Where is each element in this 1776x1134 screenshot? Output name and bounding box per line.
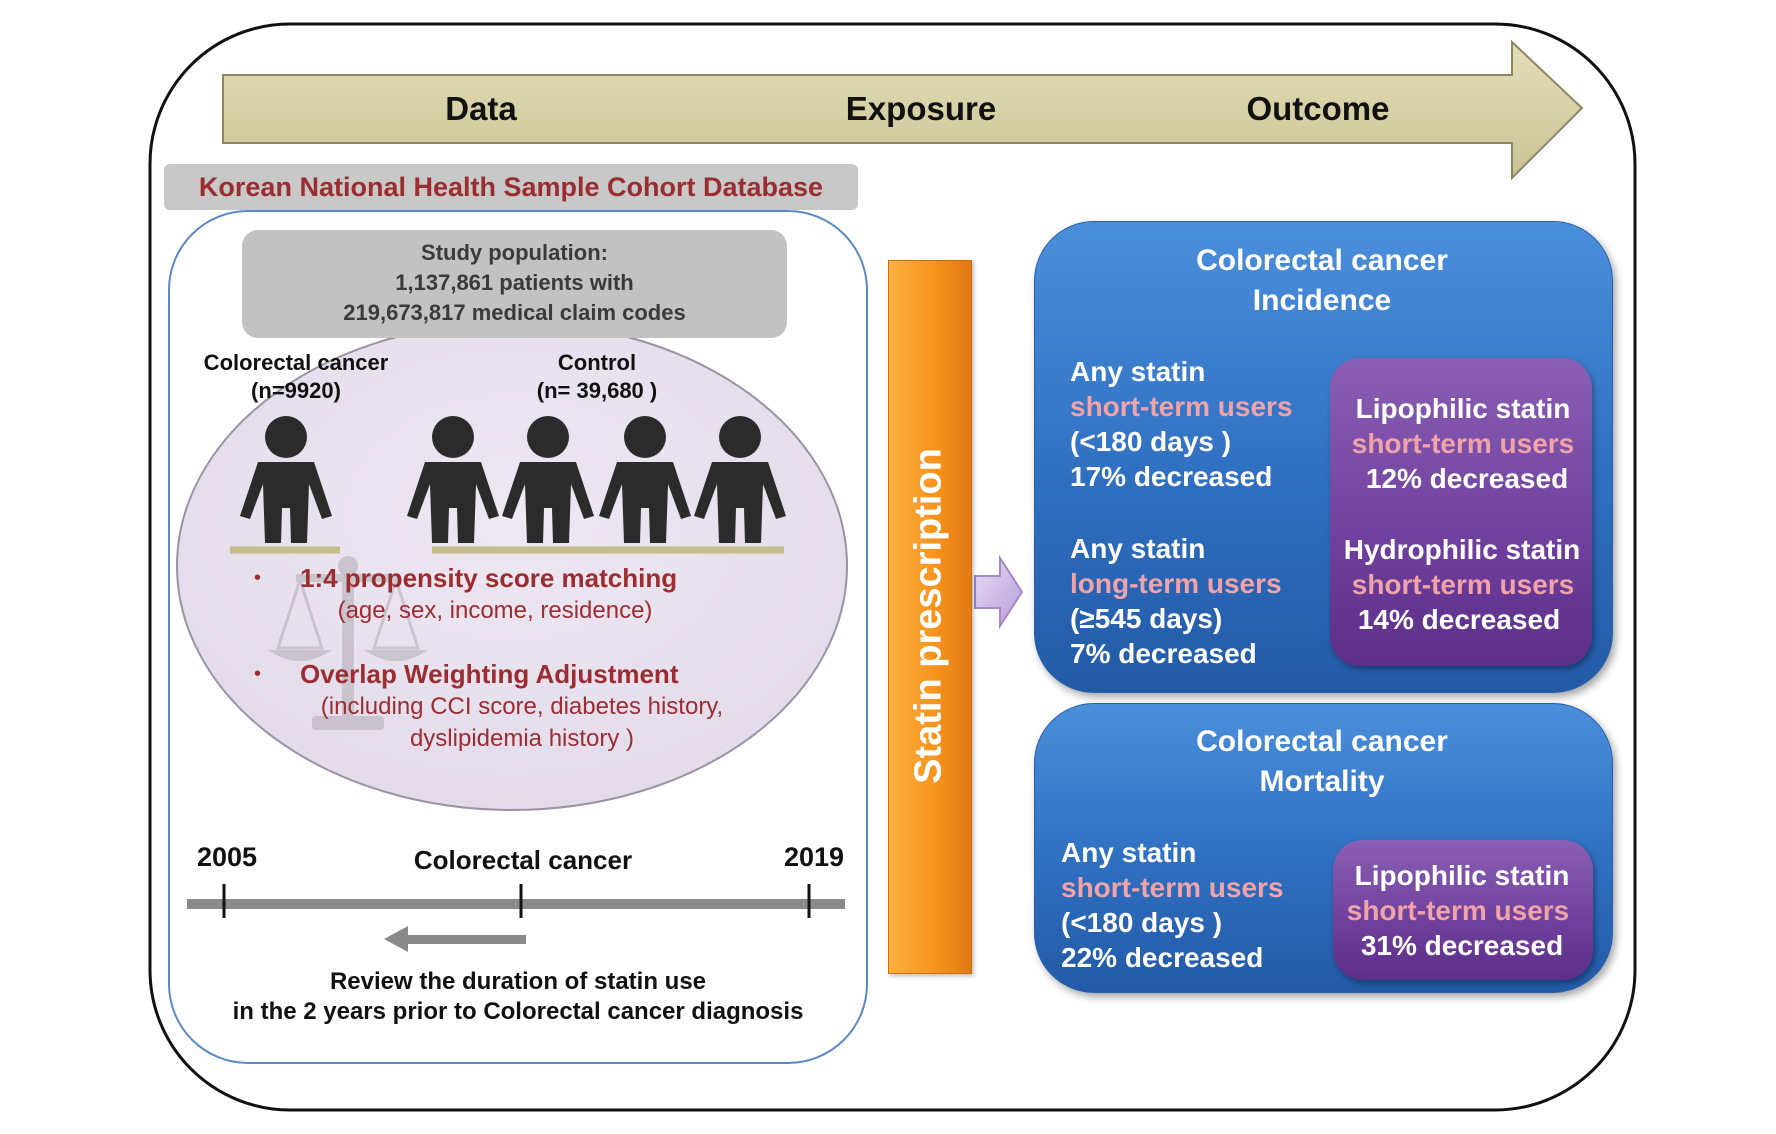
mortality-short-duration: (<180 days ) — [1061, 907, 1223, 938]
incidence-short-result: 17% decreased — [1070, 461, 1273, 492]
incidence-long-duration: (≥545 days) — [1070, 603, 1223, 634]
mortality-short-users: short-term users — [1061, 872, 1284, 903]
statin-prescription-label: Statin prescription — [907, 448, 950, 784]
mortality-title-1: Colorectal cancer — [1196, 725, 1448, 758]
data-panel — [168, 210, 868, 1064]
person-icon — [694, 416, 786, 543]
case-group-count: (n=9920) — [251, 378, 341, 403]
stage-exposure-label: Exposure — [845, 90, 997, 127]
incidence-lipophilic-result: 12% decreased — [1365, 463, 1569, 494]
stage-outcome-label: Outcome — [1246, 90, 1390, 127]
bullet-weighting: • — [254, 663, 262, 685]
mortality-lipophilic-result: 31% decreased — [1360, 930, 1564, 961]
person-icon — [502, 416, 594, 543]
incidence-hydrophilic-users: short-term users — [1351, 569, 1575, 600]
stage-data-label: Data — [445, 90, 517, 127]
timeline-start-year: 2005 — [196, 842, 258, 872]
mortality-lipophilic-users: short-term users — [1346, 895, 1570, 926]
statin-prescription-bar — [888, 260, 972, 974]
incidence-title-1: Colorectal cancer — [1196, 244, 1448, 277]
control-group-count: (n= 39,680 ) — [536, 378, 658, 403]
case-group-label: Colorectal cancer — [203, 350, 389, 375]
database-title: Korean National Health Sample Cohort Dat… — [198, 172, 824, 202]
review-note-line1: Review the duration of statin use — [329, 968, 707, 995]
person-icon — [240, 416, 332, 543]
incidence-short-drug: Any statin — [1070, 356, 1206, 387]
incidence-short-users: short-term users — [1070, 391, 1293, 422]
incidence-long-result: 7% decreased — [1070, 638, 1257, 669]
bullet-matching: • — [254, 567, 262, 589]
study-population-patients: 1,137,861 patients with — [395, 270, 634, 295]
control-group-label: Control — [557, 350, 637, 375]
incidence-lipophilic-drug: Lipophilic statin — [1355, 393, 1571, 424]
person-icon — [407, 416, 499, 543]
incidence-title-2: Incidence — [1252, 284, 1392, 317]
mortality-title-2: Mortality — [1259, 765, 1385, 798]
balance-scale-icon — [268, 556, 428, 730]
study-population-box: Study population: 1,137,861 patients wit… — [242, 230, 787, 338]
incidence-hydrophilic-result: 14% decreased — [1357, 604, 1561, 635]
stage-arrow — [222, 39, 1584, 181]
weighting-covariates-2: dyslipidemia history ) — [409, 725, 635, 752]
mortality-lipophilic-drug: Lipophilic statin — [1354, 860, 1570, 891]
database-banner: Korean National Health Sample Cohort Dat… — [164, 164, 858, 210]
timeline-event-label: Colorectal cancer — [413, 845, 633, 875]
weighting-title: Overlap Weighting Adjustment — [300, 659, 679, 689]
mortality-short-drug: Any statin — [1061, 837, 1197, 868]
study-population-heading: Study population: — [421, 240, 608, 265]
person-icon — [599, 416, 691, 543]
weighting-covariates-1: (including CCI score, diabetes history, — [320, 693, 724, 720]
incidence-lipophilic-users: short-term users — [1351, 428, 1575, 459]
left-arrow-icon — [384, 926, 526, 952]
timeline-end-year: 2019 — [783, 842, 845, 872]
mortality-short-result: 22% decreased — [1061, 942, 1264, 973]
right-arrow-icon — [974, 554, 1024, 630]
matching-title: 1:4 propensity score matching — [300, 563, 678, 593]
matching-covariates: (age, sex, income, residence) — [337, 597, 653, 624]
incidence-subgroup-box — [1330, 358, 1592, 666]
incidence-long-drug: Any statin — [1070, 533, 1206, 564]
incidence-hydrophilic-drug: Hydrophilic statin — [1343, 534, 1581, 565]
study-population-claims: 219,673,817 medical claim codes — [343, 300, 686, 325]
mortality-subgroup-box — [1333, 840, 1593, 980]
review-note-line2: in the 2 years prior to Colorectal cance… — [232, 998, 804, 1025]
incidence-short-duration: (<180 days ) — [1070, 426, 1232, 457]
incidence-long-users: long-term users — [1070, 568, 1282, 599]
